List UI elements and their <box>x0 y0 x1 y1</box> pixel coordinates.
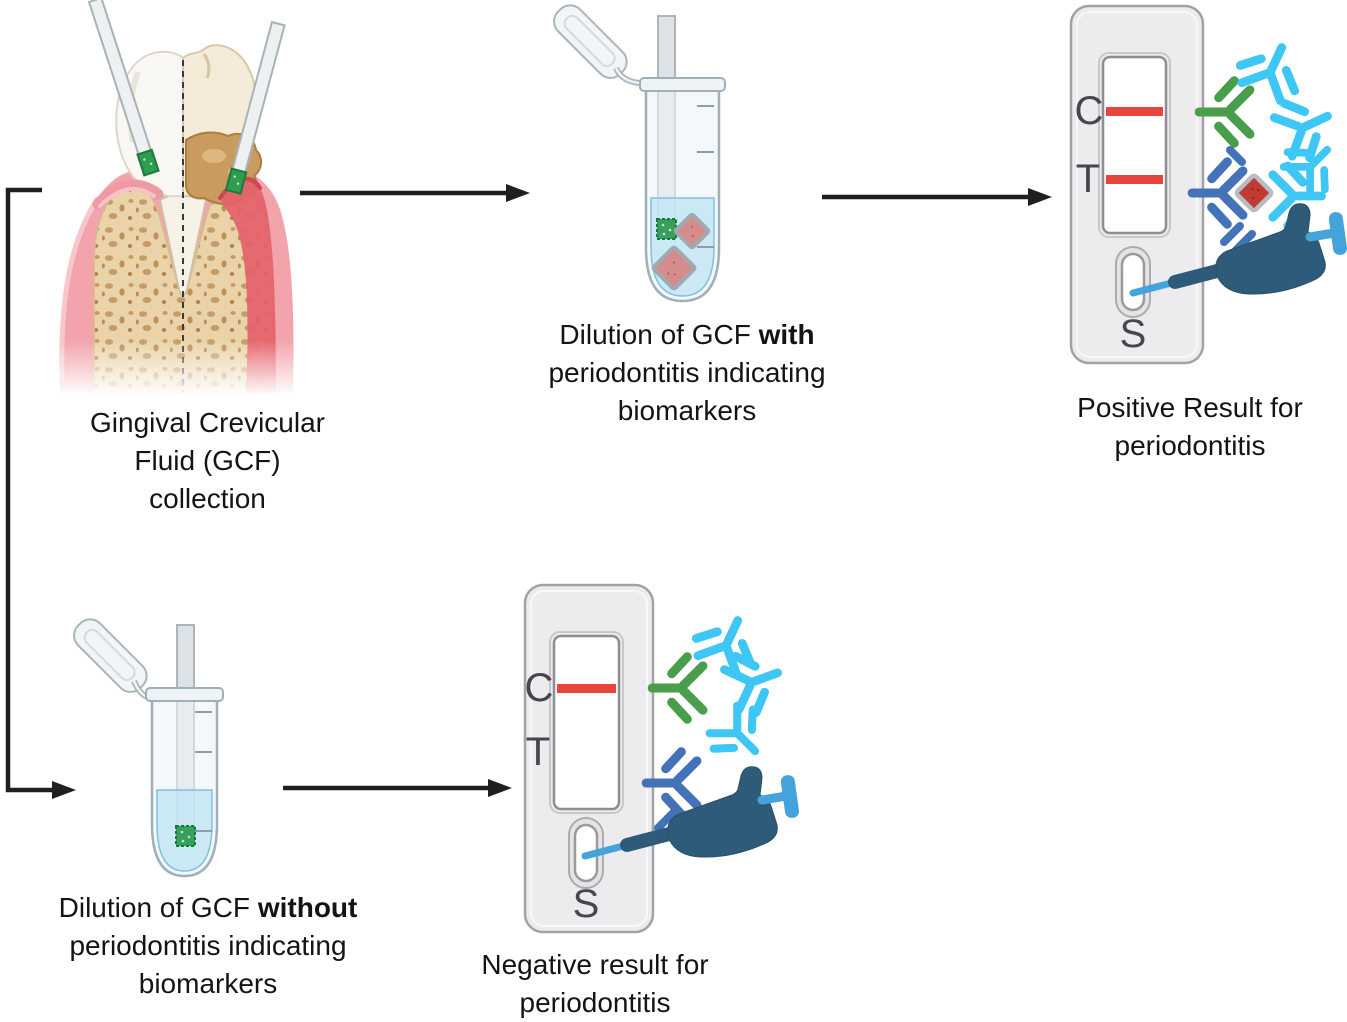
microtube-without-biomarkers <box>73 618 224 878</box>
flow-arrows <box>5 184 1052 799</box>
caption-gcf-collection: Gingival Crevicular Fluid (GCF) collecti… <box>90 407 325 514</box>
test-line <box>1106 175 1163 184</box>
result-window <box>1101 55 1168 235</box>
caption-negative-result: Negative result for periodontitis <box>481 949 709 1018</box>
caption-dilution-with-biomarkers: Dilution of GCF with periodontitis indic… <box>548 319 826 426</box>
lateral-flow-cassette-positive: C T S <box>1069 4 1205 365</box>
antibody-cyan-icon <box>704 700 775 771</box>
microtube-with-biomarkers <box>553 4 726 303</box>
antibody-green-icon <box>652 657 703 719</box>
lateral-flow-cassette-negative: C T S <box>523 583 655 934</box>
inflamed-gum <box>220 178 276 393</box>
control-line <box>557 684 616 693</box>
tube-cap-open <box>73 618 148 693</box>
biomarker-diamond <box>651 245 697 291</box>
strip-sensor-pad <box>175 825 196 847</box>
arrow-branch-down <box>5 187 76 799</box>
gcf-paper-strip-left <box>87 0 160 177</box>
test-label: T <box>526 730 550 774</box>
antibody-complexes-positive <box>1192 35 1346 254</box>
gcf-paper-strip-right <box>224 20 286 195</box>
sample-label: S <box>573 882 600 926</box>
control-line <box>1106 107 1163 116</box>
arrow-dilution-to-test-bottom <box>283 779 512 797</box>
caption-dilution-without-biomarkers: Dilution of GCF without periodontitis in… <box>58 892 358 999</box>
sample-label: S <box>1120 312 1147 356</box>
arrow-dilution-to-test-top <box>822 188 1052 206</box>
result-window <box>552 634 621 811</box>
caption-positive-result: Positive Result for periodontitis <box>1077 392 1303 461</box>
captured-biomarker-icon <box>1236 175 1273 212</box>
antibody-green-icon <box>1199 81 1250 143</box>
control-label: C <box>1075 89 1104 133</box>
sample-well <box>1120 252 1146 312</box>
arrow-collection-to-dilution <box>300 184 530 202</box>
test-label: T <box>1076 157 1100 201</box>
tooth-illustration <box>50 0 302 396</box>
control-label: C <box>525 666 554 710</box>
biomarker-diamond <box>673 212 711 250</box>
strip-sensor-pad <box>656 218 677 240</box>
